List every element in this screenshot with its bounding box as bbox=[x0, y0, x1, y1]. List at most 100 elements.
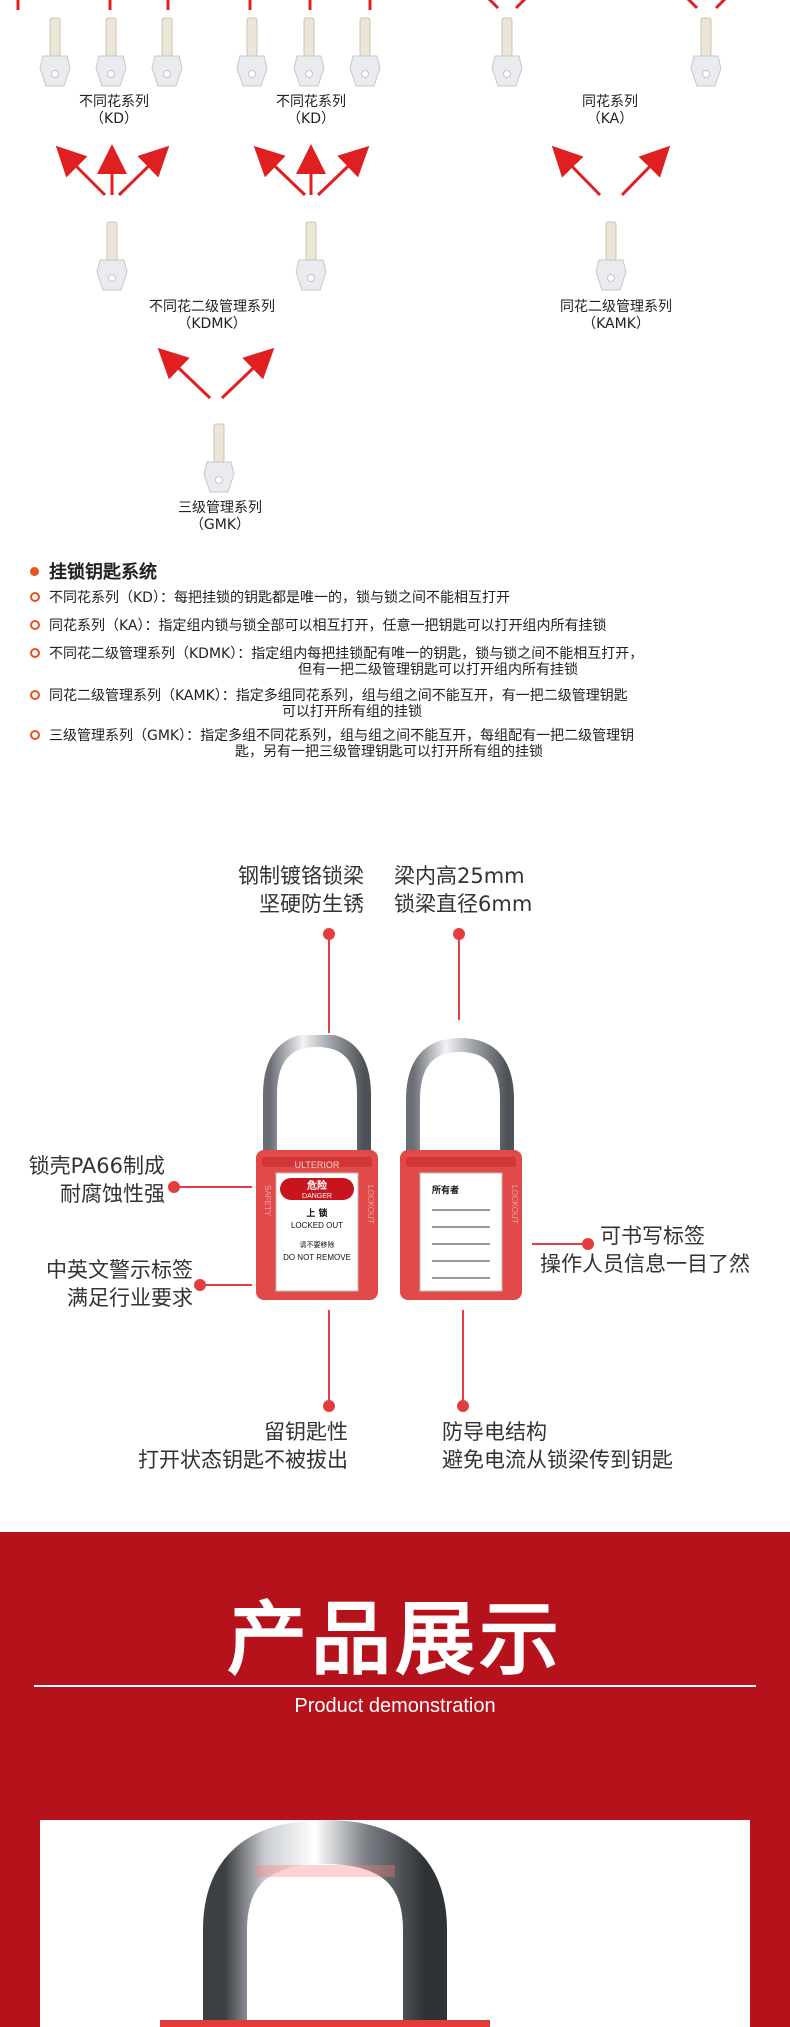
connector-line bbox=[532, 1243, 582, 1245]
callout-line1: 梁内高25mm bbox=[394, 864, 525, 888]
key-icon bbox=[690, 17, 722, 87]
lock-cn-text: 上 锁 bbox=[306, 1207, 327, 1219]
key-icon bbox=[95, 17, 127, 87]
callout-dot-icon bbox=[323, 928, 335, 940]
callout-line2: 操作人员信息一目了然 bbox=[540, 1252, 750, 1276]
callout-line2: 避免电流从锁梁传到钥匙 bbox=[442, 1448, 673, 1472]
legend-item-text-cont: 但有一把二级管理钥匙可以打开组内所有挂锁 bbox=[298, 662, 578, 678]
writable-label bbox=[419, 1172, 503, 1292]
callout-line1: 钢制镀铬锁梁 bbox=[238, 864, 364, 888]
banner-title: 产品展示 bbox=[227, 1593, 563, 1686]
group-name: 不同花系列 bbox=[79, 94, 149, 110]
connector-line bbox=[328, 1310, 330, 1405]
callout-dot-icon bbox=[453, 928, 465, 940]
key-icon bbox=[491, 17, 523, 87]
callout-dot-icon bbox=[457, 1400, 469, 1412]
danger-cn-text: 危险 bbox=[307, 1179, 328, 1192]
legend-item-text: 三级管理系列（GMK）：指定多组不同花系列，组与组之间不能互开，每组配有一把二级… bbox=[49, 728, 635, 744]
group-name: 同花系列 bbox=[582, 94, 638, 110]
side-text: LOCKOUT bbox=[366, 1185, 375, 1224]
lock-en-text: LOCKED OUT bbox=[291, 1221, 343, 1230]
callout-key-retaining: 留钥匙性 打开状态钥匙不被拔出 bbox=[100, 1418, 348, 1474]
group-code: （KDMK） bbox=[177, 316, 247, 332]
legend-item-ka: 同花系列（KA）：指定组内锁与锁全部可以相互打开，任意一把钥匙可以打开组内所有挂… bbox=[30, 618, 780, 634]
legend-title-text: 挂锁钥匙系统 bbox=[49, 562, 157, 583]
key-icon bbox=[151, 17, 183, 87]
callout-shackle-size: 梁内高25mm 锁梁直径6mm bbox=[394, 862, 574, 918]
connector-line bbox=[200, 1284, 252, 1286]
bullet-ring-icon bbox=[30, 730, 40, 740]
key-icon bbox=[349, 17, 381, 87]
callout-body-material: 锁壳PA66制成 耐腐蚀性强 bbox=[5, 1152, 165, 1208]
key-icon bbox=[39, 17, 71, 87]
callout-line2: 锁梁直径6mm bbox=[394, 892, 533, 916]
bullet-ring-icon bbox=[30, 648, 40, 658]
owner-text: 所有者 bbox=[432, 1184, 459, 1196]
banner-divider bbox=[34, 1685, 756, 1687]
callout-line2: 满足行业要求 bbox=[67, 1286, 193, 1310]
key-icon bbox=[236, 17, 268, 87]
product-photo-card bbox=[40, 1819, 750, 2027]
bullet-ring-icon bbox=[30, 690, 40, 700]
shackle-right bbox=[406, 1037, 514, 1175]
product-shackle bbox=[203, 1819, 447, 2027]
group-name: 不同花二级管理系列 bbox=[149, 299, 275, 315]
callout-line2: 打开状态钥匙不被拔出 bbox=[138, 1448, 348, 1472]
key-icon bbox=[203, 423, 235, 493]
legend-item-text: 不同花系列（KD）：每把挂锁的钥匙都是唯一的，锁与锁之间不能相互打开 bbox=[49, 590, 510, 606]
group-label-kamk: 同花二级管理系列 （KAMK） bbox=[516, 299, 716, 333]
group-code: （KD） bbox=[287, 111, 335, 127]
callout-warning-label: 中英文警示标签 满足行业要求 bbox=[5, 1256, 193, 1312]
legend-item-kdmk: 不同花二级管理系列（KDMK）：指定组内每把挂锁配有唯一的钥匙，锁与锁之间不能相… bbox=[30, 646, 780, 678]
legend-item-text-cont: 可以打开所有组的挂锁 bbox=[282, 704, 422, 720]
key-icon bbox=[293, 17, 325, 87]
banner-subtitle: Product demonstration bbox=[294, 1695, 496, 1717]
group-name: 三级管理系列 bbox=[178, 500, 262, 516]
legend-item-gmk: 三级管理系列（GMK）：指定多组不同花系列，组与组之间不能互开，每组配有一把二级… bbox=[30, 728, 780, 760]
connector-line bbox=[458, 938, 460, 1020]
callout-line2: 耐腐蚀性强 bbox=[60, 1182, 165, 1206]
callout-writable-label: 可书写标签 操作人员信息一目了然 bbox=[540, 1222, 788, 1278]
key-icon bbox=[96, 221, 128, 291]
remove-en-text: DO NOT REMOVE bbox=[283, 1253, 351, 1262]
callout-line1: 可书写标签 bbox=[600, 1224, 705, 1248]
group-code: （KD） bbox=[90, 111, 138, 127]
callout-dot-icon bbox=[194, 1279, 206, 1291]
connector-line bbox=[172, 1186, 252, 1188]
bullet-ring-icon bbox=[30, 592, 40, 602]
legend-item-text: 不同花二级管理系列（KDMK）：指定组内每把挂锁配有唯一的钥匙，锁与锁之间不能相… bbox=[49, 646, 644, 662]
padlock-illustration: ULTERIOR 危险 DANGER 上 锁 LOCKED OUT 请不要移除 … bbox=[256, 1035, 522, 1300]
remove-cn-text: 请不要移除 bbox=[300, 1240, 335, 1249]
legend-title: 挂锁钥匙系统 bbox=[30, 558, 157, 584]
callout-dot-icon bbox=[582, 1238, 594, 1250]
callout-dot-icon bbox=[168, 1181, 180, 1193]
connector-line bbox=[328, 938, 330, 1033]
legend-item-text: 同花二级管理系列（KAMK）：指定多组同花系列，组与组之间不能互开，有一把二级管… bbox=[49, 688, 628, 704]
group-label-kd-left: 不同花系列 （KD） bbox=[14, 94, 214, 128]
brand-text: ULTERIOR bbox=[295, 1160, 340, 1170]
product-photo bbox=[160, 1819, 490, 2027]
group-code: （KAMK） bbox=[582, 316, 650, 332]
bullet-ring-icon bbox=[30, 620, 40, 630]
side-text: SAFETY bbox=[263, 1185, 272, 1217]
key-icon bbox=[595, 221, 627, 291]
callout-dot-icon bbox=[323, 1400, 335, 1412]
legend-item-text: 同花系列（KA）：指定组内锁与锁全部可以相互打开，任意一把钥匙可以打开组内所有挂… bbox=[49, 618, 607, 634]
callout-line1: 防导电结构 bbox=[442, 1420, 547, 1444]
group-label-gmk: 三级管理系列 （GMK） bbox=[120, 500, 320, 534]
group-name: 同花二级管理系列 bbox=[560, 299, 672, 315]
callout-line1: 锁壳PA66制成 bbox=[28, 1154, 165, 1178]
group-label-ka: 同花系列 （KA） bbox=[510, 94, 710, 128]
callout-line1: 留钥匙性 bbox=[264, 1420, 348, 1444]
legend-item-text-cont: 匙，另有一把三级管理钥匙可以打开所有组的挂锁 bbox=[235, 744, 543, 760]
callout-shackle-material: 钢制镀铬锁梁 坚硬防生锈 bbox=[214, 862, 364, 918]
callout-line2: 坚硬防生锈 bbox=[259, 892, 364, 916]
connector-line bbox=[462, 1310, 464, 1405]
group-label-kd-mid: 不同花系列 （KD） bbox=[211, 94, 411, 128]
side-text: LOCKOUT bbox=[510, 1185, 519, 1224]
group-label-kdmk: 不同花二级管理系列 （KDMK） bbox=[112, 299, 312, 333]
danger-en-text: DANGER bbox=[302, 1193, 332, 1200]
group-code: （GMK） bbox=[189, 517, 251, 533]
key-tree-diagram bbox=[16, 0, 727, 493]
legend-item-kd: 不同花系列（KD）：每把挂锁的钥匙都是唯一的，锁与锁之间不能相互打开 bbox=[30, 590, 780, 606]
